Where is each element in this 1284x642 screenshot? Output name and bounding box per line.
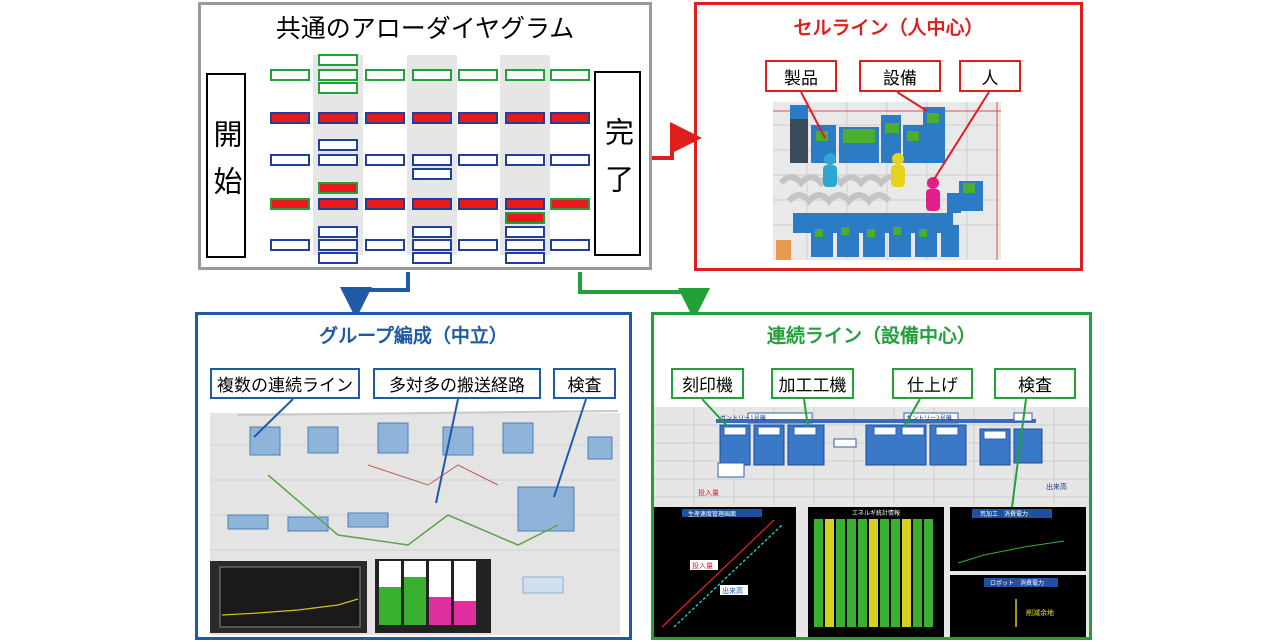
label-finishing: 仕上げ — [892, 368, 973, 399]
label-equipment: 設備 — [859, 60, 941, 92]
activity-box — [270, 198, 310, 210]
activity-box — [505, 212, 545, 224]
activity-box — [365, 112, 405, 124]
activity-box — [458, 198, 498, 210]
activity-box — [505, 226, 545, 238]
activity-box — [550, 69, 590, 81]
activity-box — [505, 198, 545, 210]
end-label: 完了 — [600, 116, 635, 211]
activity-box — [318, 112, 358, 124]
graph3-title: 荒加工 消費電力 — [980, 510, 1028, 518]
activity-box — [365, 239, 405, 251]
activity-box — [550, 239, 590, 251]
activity-box — [458, 112, 498, 124]
gantry2-label: ガントリー2号機 — [906, 414, 952, 422]
cell-line-scene — [773, 91, 1001, 260]
label-multiple-lines: 複数の連続ライン — [210, 368, 360, 399]
continuous-scene: ガントリー1号機 ガントリー2号機 投入量 出来高 生産速度管理画面 投入量 出… — [654, 398, 1089, 637]
activity-box — [365, 69, 405, 81]
label-person: 人 — [959, 60, 1021, 92]
group-scene — [210, 398, 620, 635]
end-box: 完了 — [594, 71, 641, 256]
graph2-title: エネルギ統計情報 — [852, 509, 900, 517]
label-inspection-line: 検査 — [994, 368, 1076, 399]
continuous-title: 連続ライン（設備中心） — [766, 325, 976, 347]
in-qty-tag: 投入量 — [698, 488, 719, 497]
activity-box — [270, 239, 310, 251]
activity-box — [412, 112, 452, 124]
activity-box — [412, 69, 452, 81]
activity-box — [270, 154, 310, 166]
activity-box — [365, 154, 405, 166]
gantry1-label: ガントリー1号機 — [720, 414, 766, 422]
activity-box — [318, 139, 358, 151]
activity-box — [412, 226, 452, 238]
cell-line-panel: セルライン（人中心） 製品 設備 人 — [694, 2, 1083, 271]
start-box: 開始 — [206, 73, 246, 258]
activity-box — [550, 154, 590, 166]
activity-box — [318, 69, 358, 81]
start-label: 開始 — [209, 118, 243, 213]
cell-line-title: セルライン（人中心） — [793, 17, 984, 39]
label-marking-machine: 刻印機 — [671, 368, 744, 399]
continuous-panel: 連続ライン（設備中心） — [651, 312, 1092, 640]
activity-box — [412, 154, 452, 166]
activity-box — [550, 112, 590, 124]
activity-box — [270, 69, 310, 81]
activity-box — [318, 154, 358, 166]
activity-box — [318, 226, 358, 238]
activity-box — [505, 252, 545, 264]
graph1-out-label: 出来高 — [722, 586, 743, 595]
activity-box — [505, 69, 545, 81]
saving-label: 削減余地 — [1026, 608, 1054, 617]
activity-box — [505, 112, 545, 124]
graph4-title: ロボット 消費電力 — [990, 579, 1044, 587]
activity-box — [270, 112, 310, 124]
activity-box — [412, 168, 452, 180]
label-many-to-many-routes: 多対多の搬送経路 — [373, 368, 541, 399]
activity-box — [412, 198, 452, 210]
out-qty-tag: 出来高 — [1046, 482, 1067, 491]
activity-box — [318, 198, 358, 210]
activity-box — [412, 239, 452, 251]
activity-box — [412, 252, 452, 264]
arrow-diagram-panel: 共通のアローダイヤグラム 開始 完了 — [198, 2, 652, 270]
activity-box — [318, 182, 358, 194]
label-processing-machine: 加工工機 — [771, 368, 854, 399]
activity-box — [458, 239, 498, 251]
activity-box — [505, 239, 545, 251]
arrow-diagram-title: 共通のアローダイヤグラム — [275, 14, 575, 43]
activity-box — [458, 69, 498, 81]
activity-box — [318, 54, 358, 66]
activity-box — [505, 154, 545, 166]
graph1-title: 生産速度管理画面 — [688, 510, 736, 518]
graph1-in-label: 投入量 — [692, 561, 713, 570]
activity-box — [365, 198, 405, 210]
label-product: 製品 — [765, 60, 837, 92]
arrow-network — [270, 54, 590, 264]
activity-box — [550, 198, 590, 210]
activity-box — [318, 82, 358, 94]
activity-box — [458, 154, 498, 166]
activity-box — [318, 239, 358, 251]
group-panel: グループ編成（中立） — [195, 312, 632, 640]
activity-box — [318, 252, 358, 264]
label-inspection-group: 検査 — [553, 368, 616, 399]
group-title: グループ編成（中立） — [319, 325, 508, 347]
